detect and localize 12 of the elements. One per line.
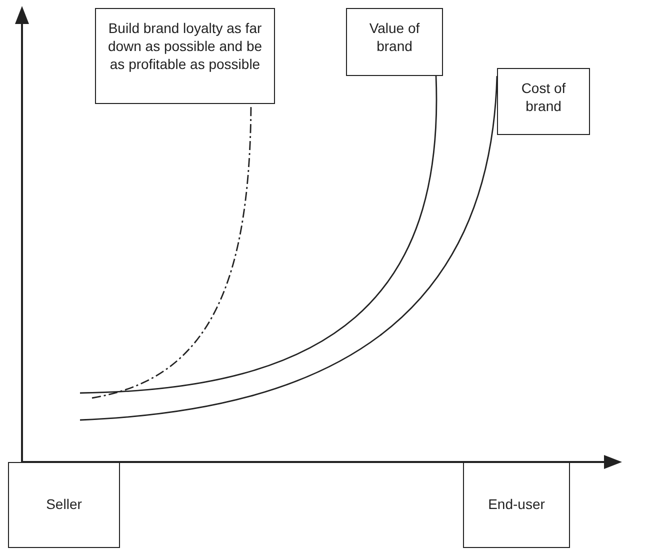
- box-text: Value of brand: [368, 19, 421, 55]
- text-box: [463, 462, 570, 548]
- text-box: [346, 8, 443, 76]
- box-text: Seller: [46, 495, 82, 513]
- text-box: [497, 68, 590, 135]
- text-box: [8, 462, 120, 548]
- box-text: Cost of brand: [520, 79, 567, 115]
- curve: [80, 76, 498, 421]
- box-text: Build brand loyalty as far down as possible and be as profitable as possible: [106, 19, 264, 73]
- box-text: End-user: [488, 495, 545, 513]
- curve: [80, 76, 437, 394]
- text-box: [95, 8, 275, 104]
